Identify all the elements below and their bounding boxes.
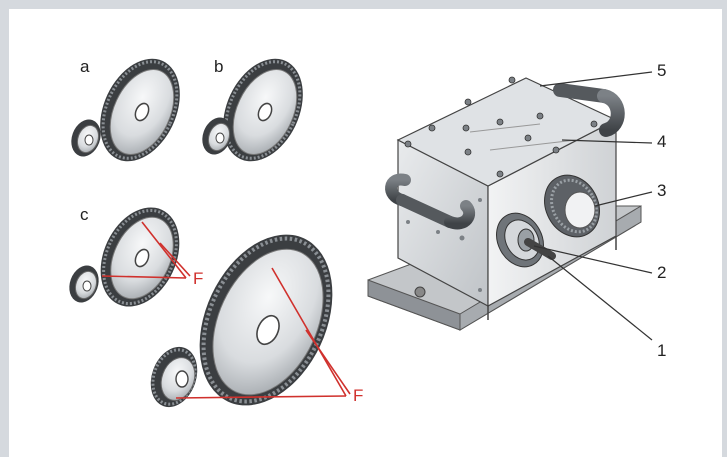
callout-5: 5 <box>657 61 667 80</box>
force-label-small: F <box>193 269 204 288</box>
callout-4: 4 <box>657 132 667 151</box>
force-label-large: F <box>353 386 364 405</box>
gear-label-b: b <box>214 57 224 76</box>
force-lines-large <box>175 267 351 399</box>
force-lines-small <box>101 221 191 279</box>
gear-pair-b <box>202 58 303 162</box>
gear-pair-c <box>69 207 180 307</box>
gear-label-c: c <box>80 205 89 224</box>
gear-pair-large <box>150 234 333 408</box>
callout-1: 1 <box>657 341 667 360</box>
gearbox <box>367 76 642 331</box>
callout-leaders <box>533 71 653 341</box>
callout-2: 2 <box>657 263 667 282</box>
gear-pair-a <box>71 58 180 162</box>
callout-3: 3 <box>657 181 667 200</box>
gear-label-a: a <box>80 57 90 76</box>
